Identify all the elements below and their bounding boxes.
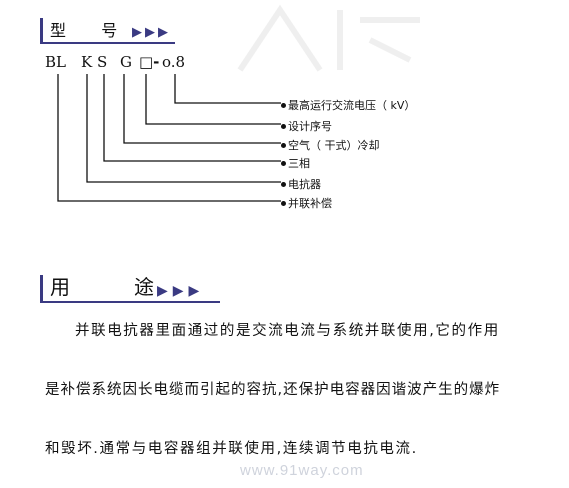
usage-heading-title: 用 途 xyxy=(50,275,176,299)
code-part-voltage: o.8 xyxy=(162,53,186,71)
heading-underline xyxy=(40,42,175,44)
legend-item-reactor: 电抗器 xyxy=(281,176,321,192)
heading-bar xyxy=(40,18,43,44)
bullet-icon xyxy=(281,102,286,108)
model-heading-title: 型 号 xyxy=(50,21,127,40)
bullet-icon xyxy=(281,123,286,129)
heading-underline xyxy=(40,301,220,303)
code-part-k: K xyxy=(81,53,93,71)
bullet-icon xyxy=(281,142,286,148)
legend-item-three-phase: 三相 xyxy=(281,155,310,171)
background-decoration xyxy=(237,4,420,72)
model-heading: 型 号 ▶▶▶ xyxy=(40,18,175,44)
code-part-g: G xyxy=(120,53,132,71)
bullet-icon xyxy=(281,160,286,166)
watermark: www.91way.com xyxy=(240,462,364,479)
usage-heading: 用 途 ▶▶▶ xyxy=(40,275,220,303)
usage-text-line-3: 和毁坏.通常与电容器组并联使用,连续调节电抗电流. xyxy=(45,441,418,457)
code-part-s: S xyxy=(97,53,108,71)
code-part-bl: BL xyxy=(45,53,66,71)
legend-item-shunt-compensation: 并联补偿 xyxy=(281,195,332,211)
legend-item-air-cooling: 空气（ 干式）冷却 xyxy=(281,137,380,153)
arrow-right-icon: ▶▶▶ xyxy=(157,283,205,299)
usage-text-line-1: 并联电抗器里面通过的是交流电流与系统并联使用,它的作用 xyxy=(75,323,500,339)
bullet-icon xyxy=(281,181,286,187)
usage-text-line-2: 是补偿系统因长电缆而引起的容抗,还保护电容器因谐波产生的爆炸 xyxy=(45,382,501,398)
arrow-right-icon: ▶▶▶ xyxy=(132,25,171,40)
legend-item-voltage: 最高运行交流电压（ kV） xyxy=(281,97,415,113)
heading-bar xyxy=(40,275,43,303)
code-part-box: □- xyxy=(139,53,160,71)
bullet-icon xyxy=(281,200,286,206)
legend-item-design-number: 设计序号 xyxy=(281,118,332,134)
